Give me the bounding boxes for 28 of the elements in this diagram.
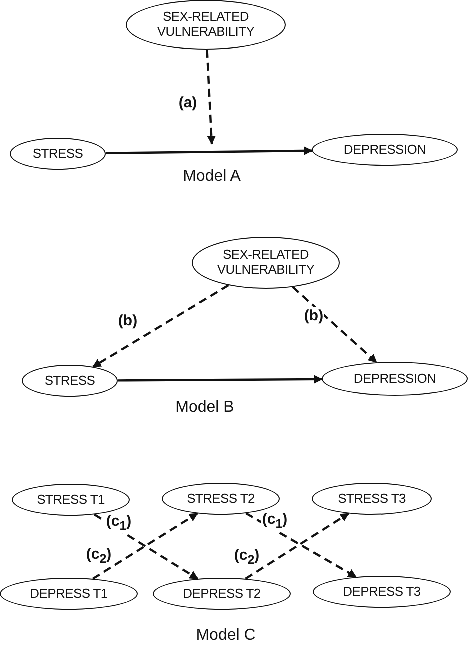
node-label: DEPRESS T3: [343, 584, 421, 600]
edge-label: (c$_{1}$): [261, 511, 289, 531]
arrow: [118, 375, 323, 384]
model-caption: Model B: [176, 399, 234, 417]
node-label: DEPRESS T1: [30, 586, 108, 602]
arrow: [106, 146, 313, 156]
edge-label: (c$_{2}$): [85, 546, 113, 566]
node-label: DEPRESSION: [344, 142, 426, 158]
edge-label: (b): [303, 308, 325, 324]
node-label: DEPRESS T2: [183, 586, 261, 602]
model-caption: Model A: [183, 168, 241, 186]
model-caption: Model C: [196, 627, 256, 645]
dashed-arrow: [292, 286, 378, 364]
dashed-arrow: [92, 284, 230, 368]
node-label: STRESS: [44, 374, 96, 388]
node-label: SEX-RELATED VULNERABILITY: [216, 248, 316, 278]
edge-label: (c$_{2}$): [233, 547, 261, 567]
node-label: STRESS T2: [187, 492, 255, 506]
node-label: SEX-RELATED VULNERABILITY: [156, 10, 256, 40]
node-label: STRESS: [32, 146, 84, 162]
edge-label: (b): [117, 312, 139, 330]
node-label: DEPRESSION: [354, 372, 436, 386]
ellipse-node: [0, 578, 138, 610]
dashed-arrow: [206, 50, 216, 145]
edge-label: (a): [178, 94, 198, 112]
node-label: STRESS T1: [37, 492, 105, 508]
edge-label: (c$_{1}$): [105, 513, 133, 533]
node-label: STRESS T3: [338, 492, 406, 506]
